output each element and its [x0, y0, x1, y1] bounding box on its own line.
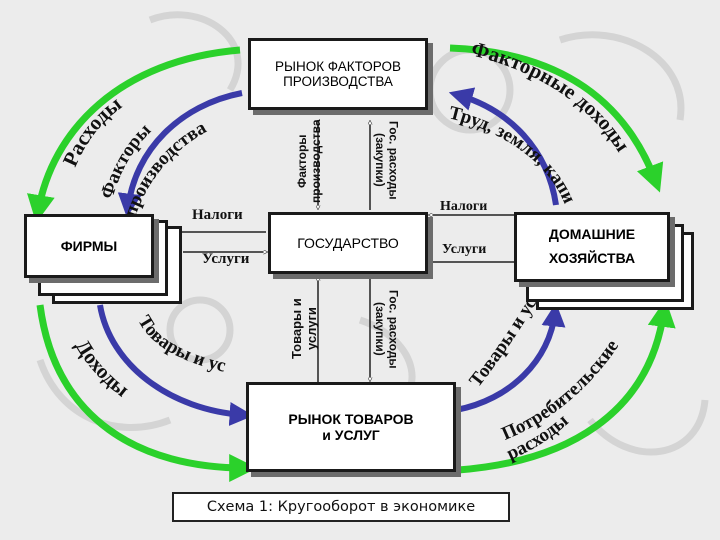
inner-cycle-arc-top-left — [117, 90, 243, 218]
households-node: ДОМАШНИЕ ХОЗЯЙСТВА — [514, 212, 670, 282]
taxes-right-label: Налоги — [440, 199, 488, 214]
goods-market-node: РЫНОК ТОВАРОВ и УСЛУГ — [246, 382, 456, 472]
factor-market-node: РЫНОК ФАКТОРОВ ПРОИЗВОДСТВА — [248, 38, 428, 110]
gov-spending-bottom-label: Гос. расходы (закупки) — [372, 289, 401, 369]
factors-vertical-label: Факторы производства — [295, 119, 323, 203]
services-right-label: Услуги — [442, 242, 487, 257]
diagram-caption: Схема 1: Кругооборот в экономике — [172, 492, 510, 522]
inner-cycle-arc-top-right — [448, 87, 559, 206]
services-left-label: Услуги — [202, 251, 250, 267]
outer-cycle-arc-top-right — [449, 44, 664, 193]
firms-node: ФИРМЫ — [24, 214, 154, 278]
background-decoration — [36, 11, 709, 456]
inner-cycle-arc-bottom-left — [97, 304, 254, 426]
goods-services-vertical-label: Товары и услуги — [289, 298, 319, 360]
taxes-left-label: Налоги — [192, 207, 243, 223]
state-node: ГОСУДАРСТВО — [268, 212, 428, 274]
outer-cycle-arc-top-left — [27, 46, 241, 224]
svg-text:Доходы: Доходы — [71, 335, 135, 401]
outer-cycle-arc-bottom-left — [36, 304, 258, 482]
outer-cycle-arc-bottom-right — [457, 298, 676, 474]
state-connectors — [178, 120, 522, 382]
inner-cycle-arc-bottom-right — [455, 302, 566, 413]
gov-spending-top-label: Гос. расходы (закупки) — [372, 120, 401, 200]
